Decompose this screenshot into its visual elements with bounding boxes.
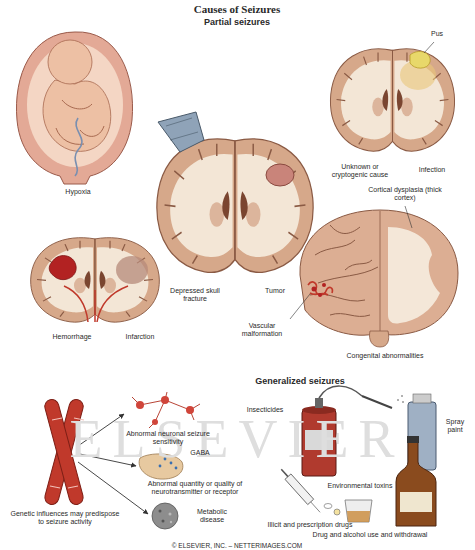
- watermark: ELSEVIER: [7, 412, 467, 466]
- brain-hemorrhage-infarction: [31, 238, 160, 322]
- syringe: [278, 467, 323, 515]
- part-label: Insecticides: [240, 406, 290, 414]
- part-label: Abnormal neuronal seizure sensitivity: [118, 430, 218, 447]
- group-label: Environmental toxins: [320, 482, 400, 490]
- part-label: Depressed skull fracture: [160, 287, 230, 304]
- diagram-title: Causes of Seizures: [127, 3, 347, 16]
- part-label: Congenital abnormalities: [330, 352, 440, 360]
- part-label: Genetic influences may predispose to sei…: [10, 510, 120, 527]
- brain-infection: [330, 42, 454, 151]
- brain-congenital: [300, 210, 458, 347]
- part-label: Cortical dysplasia (thick cortex): [365, 186, 445, 203]
- part-label: Spray paint: [441, 418, 469, 435]
- glass: [345, 500, 372, 522]
- leader-line: [405, 206, 412, 228]
- copyright-note: © ELSEVIER, INC. – NETTERIMAGES.COM: [87, 542, 387, 550]
- metabolic-cell: [152, 503, 178, 529]
- part-label: Abnormal quantity or quality of neurotra…: [135, 480, 255, 497]
- group-label: Drug and alcohol use and withdrawal: [300, 531, 440, 539]
- section-heading: Generalized seizures: [235, 376, 365, 387]
- part-label: Pus: [422, 30, 452, 38]
- part-label: Vascular malformation: [232, 322, 292, 339]
- pills: [324, 504, 340, 516]
- part-label: GABA: [185, 449, 215, 457]
- part-label: Infection: [407, 166, 457, 174]
- section-heading: Partial seizures: [172, 17, 302, 28]
- part-label: Metabolic disease: [187, 508, 237, 525]
- hypoxia-uterus: [16, 32, 132, 184]
- part-label: Infarction: [115, 333, 165, 341]
- part-label: Unknown or cryptogenic cause: [325, 163, 395, 180]
- part-label: Hemorrhage: [42, 333, 102, 341]
- brain-skull-fracture-tumor: [157, 112, 313, 272]
- part-label: Hypoxia: [48, 188, 108, 196]
- part-label: Tumor: [255, 287, 295, 295]
- part-label: Illicit and prescription drugs: [260, 521, 360, 529]
- leader-line: [290, 294, 310, 319]
